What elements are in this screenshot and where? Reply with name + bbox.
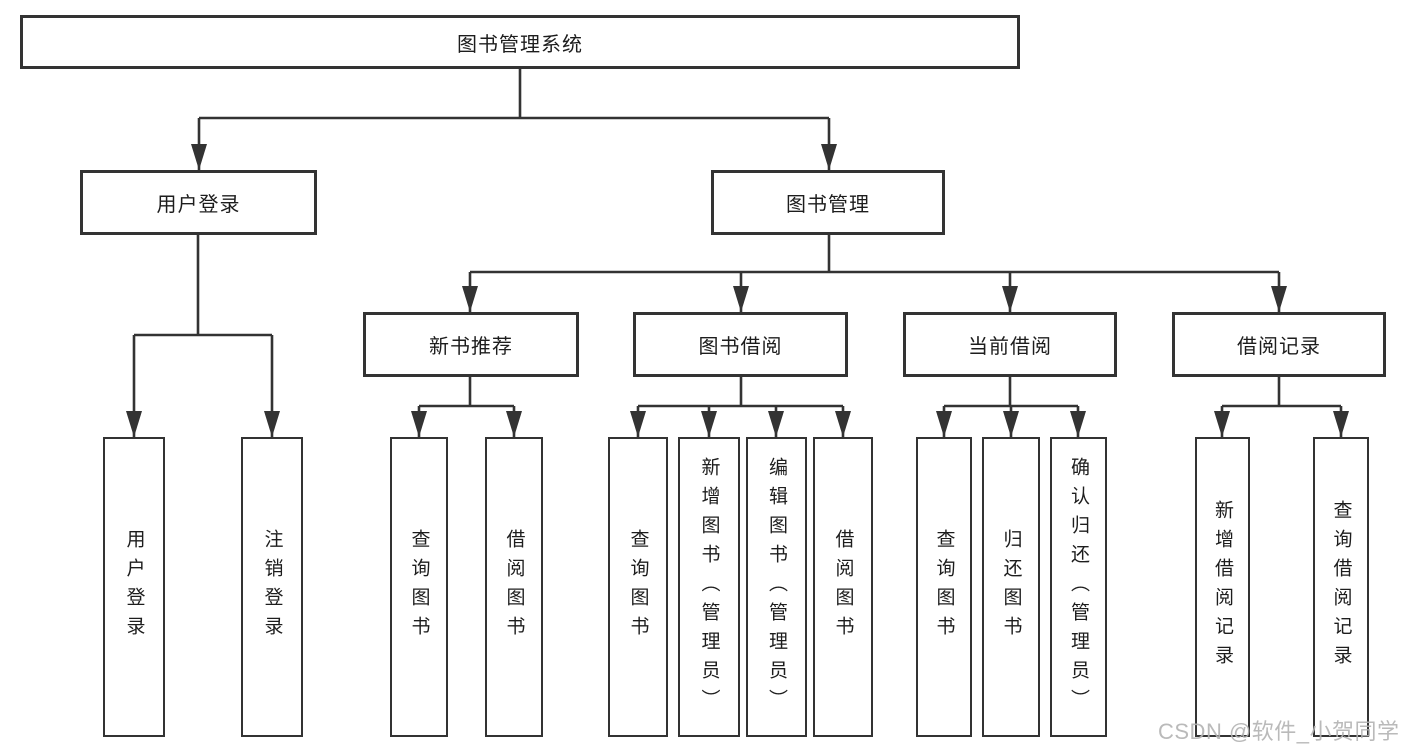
node-borrowing-records: 借阅记录 xyxy=(1172,312,1386,377)
leaf-user-login: 用户登录 xyxy=(103,437,165,737)
leaf-query-books-recommend: 查询图书 xyxy=(390,437,448,737)
node-current-borrowing: 当前借阅 xyxy=(903,312,1117,377)
node-user-login: 用户登录 xyxy=(80,170,317,235)
leaf-query-books-current-label: 查询图书 xyxy=(933,529,955,645)
leaf-confirm-return-admin: 确认归还（管理员） xyxy=(1050,437,1107,737)
leaf-edit-books-admin: 编辑图书（管理员） xyxy=(746,437,807,737)
leaf-logout-label: 注销登录 xyxy=(261,529,283,645)
leaf-query-books-recommend-label: 查询图书 xyxy=(408,529,430,645)
leaf-add-borrow-record-label: 新增借阅记录 xyxy=(1212,500,1233,674)
node-root: 图书管理系统 xyxy=(20,15,1020,69)
leaf-add-books-admin-label: 新增图书（管理员） xyxy=(698,456,720,718)
node-new-book-recommend: 新书推荐 xyxy=(363,312,579,377)
leaf-return-books: 归还图书 xyxy=(982,437,1040,737)
leaf-add-books-admin: 新增图书（管理员） xyxy=(678,437,740,737)
leaf-borrow-books-recommend: 借阅图书 xyxy=(485,437,543,737)
leaf-query-books-borrowing: 查询图书 xyxy=(608,437,668,737)
leaf-add-borrow-record: 新增借阅记录 xyxy=(1195,437,1250,737)
leaf-query-books-borrowing-label: 查询图书 xyxy=(627,529,649,645)
leaf-borrow-books-recommend-label: 借阅图书 xyxy=(503,529,525,645)
leaf-logout: 注销登录 xyxy=(241,437,303,737)
leaf-query-borrow-record: 查询借阅记录 xyxy=(1313,437,1369,737)
leaf-user-login-label: 用户登录 xyxy=(123,529,145,645)
leaf-return-books-label: 归还图书 xyxy=(1000,529,1022,645)
leaf-edit-books-admin-label: 编辑图书（管理员） xyxy=(766,456,787,718)
csdn-watermark: CSDN @软件_小贺同学 xyxy=(1158,719,1400,744)
leaf-query-books-current: 查询图书 xyxy=(916,437,972,737)
leaf-borrow-books-borrowing-label: 借阅图书 xyxy=(832,529,854,645)
leaf-confirm-return-admin-label: 确认归还（管理员） xyxy=(1068,456,1089,718)
node-book-borrowing: 图书借阅 xyxy=(633,312,848,377)
leaf-query-borrow-record-label: 查询借阅记录 xyxy=(1330,500,1352,674)
node-book-management: 图书管理 xyxy=(711,170,945,235)
leaf-borrow-books-borrowing: 借阅图书 xyxy=(813,437,873,737)
